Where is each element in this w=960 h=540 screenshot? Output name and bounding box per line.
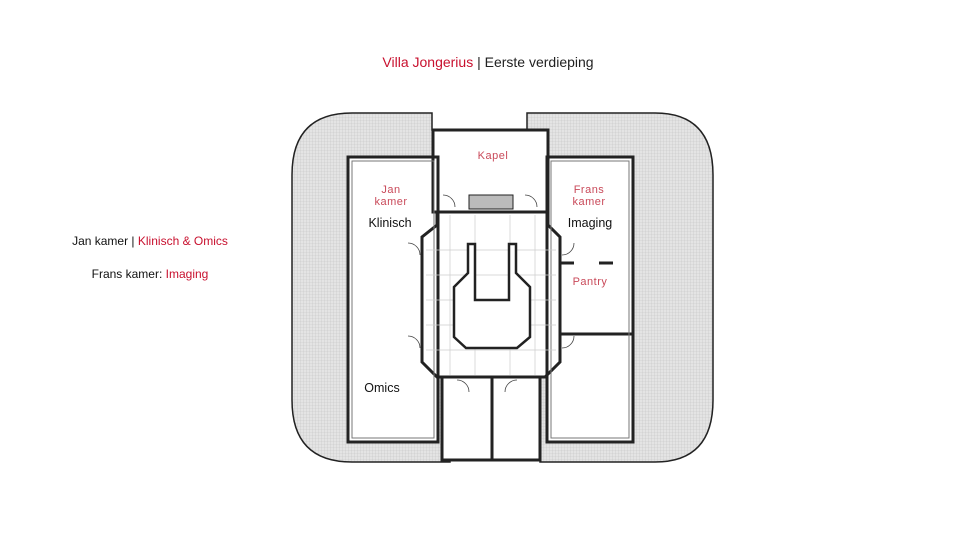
legend-use: Klinisch & Omics bbox=[137, 234, 228, 248]
label-imaging: Imaging bbox=[568, 216, 613, 230]
label-klinisch: Klinisch bbox=[368, 216, 411, 230]
label-jan-2: kamer bbox=[374, 196, 407, 208]
legend-jan: Jan kamer | Klinisch & Omics bbox=[0, 234, 300, 248]
legend-separator: | bbox=[128, 234, 138, 248]
wall-jan-kamer bbox=[346, 155, 440, 444]
label-frans-1: Frans bbox=[574, 184, 605, 196]
staircase bbox=[452, 242, 532, 350]
central-hall bbox=[422, 212, 560, 377]
wall-central-hall bbox=[420, 210, 562, 379]
slide-title: Villa Jongerius | Eerste verdieping bbox=[0, 54, 960, 70]
label-pantry: Pantry bbox=[573, 276, 608, 288]
legend-use: Imaging bbox=[165, 267, 209, 281]
legend-frans: Frans kamer: Imaging bbox=[0, 267, 300, 281]
villa-name: Villa Jongerius bbox=[382, 54, 474, 70]
title-separator: | bbox=[477, 54, 481, 70]
label-omics: Omics bbox=[364, 381, 399, 395]
label-kapel: Kapel bbox=[478, 150, 509, 162]
wall-frans-kamer bbox=[545, 155, 635, 444]
legend-room: Jan kamer bbox=[72, 234, 129, 248]
label-frans-2: kamer bbox=[572, 196, 605, 208]
label-jan-1: Jan bbox=[381, 184, 400, 196]
legend-room: Frans kamer: bbox=[91, 267, 163, 281]
doors bbox=[407, 194, 575, 393]
floor-name: Eerste verdieping bbox=[484, 54, 594, 70]
